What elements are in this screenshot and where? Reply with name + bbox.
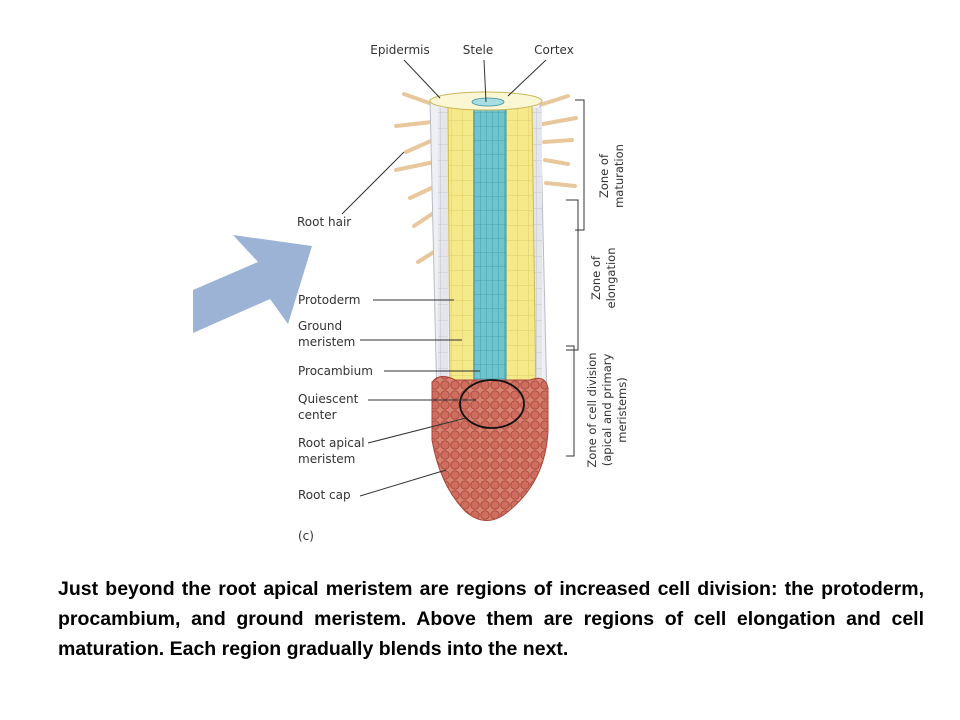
bracket-maturation (575, 99, 585, 231)
zone-cell-division-line-3: meristems) (615, 377, 629, 442)
bracket-cell-division (566, 345, 575, 457)
label-ground-meristem-2: meristem (298, 335, 355, 349)
zone-cell-division-line-1: Zone of cell division (585, 352, 599, 467)
leader-epidermis (403, 59, 441, 99)
leader-root-cap (359, 469, 447, 497)
leader-stele (483, 59, 487, 103)
stele (473, 103, 507, 387)
caption: Just beyond the root apical meristem are… (58, 578, 924, 660)
quiescent-center (459, 379, 525, 429)
zone-maturation-line-1: Zone of (597, 153, 611, 198)
zone-elongation-label: Zone of elongation (589, 248, 618, 309)
label-cortex: Cortex (534, 43, 574, 57)
zone-elongation-line-2: elongation (604, 248, 618, 309)
label-quiescent-center-1: Quiescent (298, 392, 359, 406)
label-root-apical-meristem-2: meristem (298, 452, 355, 466)
label-ground-meristem-1: Ground (298, 319, 342, 333)
zone-cell-division-line-2: (apical and primary (600, 354, 614, 467)
leader-root-hair (341, 151, 405, 215)
label-root-cap: Root cap (298, 488, 351, 502)
zone-elongation-line-1: Zone of (589, 255, 603, 300)
label-quiescent-center-2: center (298, 408, 337, 422)
leader-root-apical-meristem (367, 417, 467, 444)
pointer-arrow (193, 235, 312, 333)
zone-cell-division-label: Zone of cell division (apical and primar… (585, 352, 629, 467)
label-stele: Stele (463, 43, 493, 57)
label-root-apical-meristem-1: Root apical (298, 436, 365, 450)
panel-letter: (c) (298, 529, 314, 543)
epidermis-left (438, 108, 448, 380)
label-epidermis: Epidermis (370, 43, 430, 57)
zone-maturation-label: Zone of maturation (597, 144, 626, 208)
bracket-elongation (566, 199, 579, 351)
label-protoderm: Protoderm (298, 293, 361, 307)
zone-maturation-line-2: maturation (612, 144, 626, 208)
label-root-hair: Root hair (297, 215, 351, 229)
leader-cortex (507, 59, 547, 97)
stele-cut-surface (471, 97, 505, 107)
label-procambium: Procambium (298, 364, 373, 378)
root-tip-diagram: Epidermis Stele Cortex Root hair Protode… (193, 43, 629, 543)
epidermis-right (532, 108, 542, 380)
